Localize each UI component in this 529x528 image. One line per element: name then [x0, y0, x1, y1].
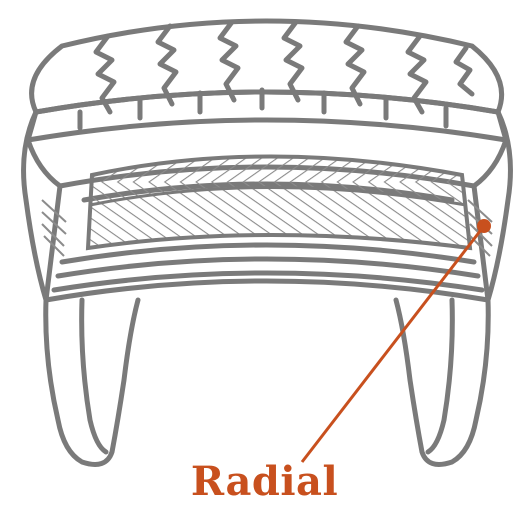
tread-groove: [284, 22, 302, 100]
tread-groove: [456, 48, 472, 94]
diagram-label: Radial: [0, 462, 529, 502]
pointer-dot: [477, 219, 491, 233]
tread-groove: [220, 22, 238, 100]
left-sidewall: [46, 300, 138, 464]
tread-lower-edge: [28, 92, 506, 140]
right-sidewall: [396, 300, 488, 464]
tread-groove: [158, 26, 176, 104]
